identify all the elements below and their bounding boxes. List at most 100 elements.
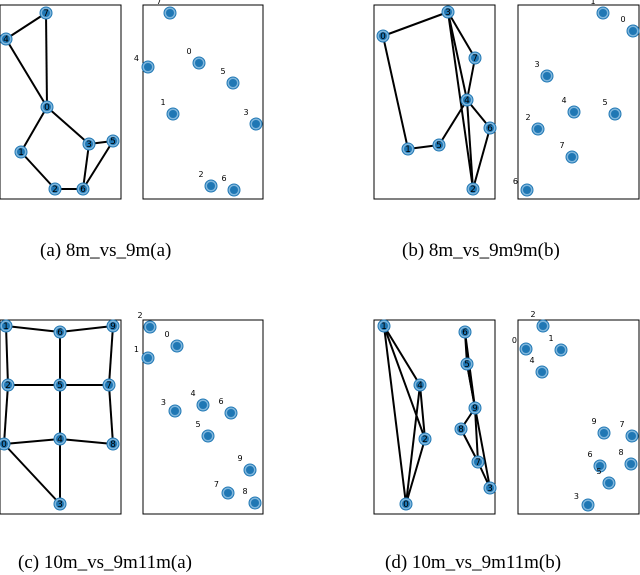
- node-label: 4: [417, 381, 423, 391]
- graph-node-0: 0: [0, 437, 11, 451]
- node-label: 0: [1, 440, 7, 450]
- node-label: 6: [80, 185, 86, 195]
- point-core: [627, 460, 635, 468]
- point-core: [628, 432, 636, 440]
- node-core: [461, 328, 469, 336]
- node-label: 4: [464, 96, 470, 106]
- caption-d: (d) 10m_vs_9m11m(b): [385, 552, 561, 573]
- edge-3-0: [382, 11, 449, 37]
- node-label: 4: [3, 35, 9, 45]
- node-label: 3: [57, 500, 63, 510]
- node-label: 6: [57, 328, 63, 338]
- edge-4-2: [466, 99, 474, 190]
- graph-node-4: 4: [53, 432, 67, 446]
- scatter-point-7: 7: [619, 420, 639, 443]
- point-label: 5: [602, 98, 607, 107]
- point-core: [629, 27, 637, 35]
- point-core: [538, 368, 546, 376]
- node-core: [380, 322, 388, 330]
- edge-7-0: [45, 12, 48, 108]
- point-label: 2: [530, 310, 535, 319]
- point-core: [224, 489, 232, 497]
- node-label: 6: [487, 124, 493, 134]
- node-label: 2: [422, 435, 428, 445]
- node-label: 3: [487, 484, 493, 494]
- scatter-point-2: 2: [530, 310, 550, 333]
- edge-3-2: [447, 11, 474, 190]
- node-label: 9: [110, 322, 116, 332]
- scatter-point-0: 0: [620, 15, 640, 38]
- point-core: [230, 186, 238, 194]
- point-core: [207, 182, 215, 190]
- node-label: 5: [110, 137, 116, 147]
- point-core: [600, 429, 608, 437]
- node-core: [0, 440, 8, 448]
- edge-7-4: [5, 12, 47, 40]
- scatter-point-1: 1: [160, 98, 180, 121]
- scatter-point-6: 6: [221, 174, 241, 197]
- point-label: 6: [218, 397, 223, 406]
- graph-frame-c: [0, 319, 122, 515]
- scatter-point-5: 5: [195, 420, 215, 443]
- graph-frame-a: [0, 4, 122, 200]
- edge-1-0: [383, 325, 407, 505]
- graph-node-0: 0: [40, 100, 54, 114]
- node-core: [469, 185, 477, 193]
- edge-0-3: [3, 443, 61, 505]
- edge-4-7: [466, 57, 476, 101]
- graph-node-4: 4: [413, 378, 427, 392]
- graph-node-5: 5: [460, 357, 474, 371]
- edge-3-4: [447, 11, 468, 101]
- point-label: 1: [134, 345, 139, 354]
- graph-frame-b: [373, 4, 496, 200]
- edge-3-7: [447, 11, 476, 59]
- point-label: 3: [534, 60, 539, 69]
- node-core: [471, 404, 479, 412]
- node-label: 1: [18, 148, 24, 158]
- graph-node-2: 2: [1, 378, 15, 392]
- node-core: [17, 148, 25, 156]
- graph-node-1: 1: [14, 145, 28, 159]
- point-label: 0: [512, 336, 517, 345]
- node-core: [109, 440, 117, 448]
- graph-node-6: 6: [483, 121, 497, 135]
- scatter-frame-d: [517, 319, 640, 515]
- point-core: [539, 322, 547, 330]
- point-core: [543, 72, 551, 80]
- node-core: [56, 381, 64, 389]
- node-label: 7: [475, 458, 481, 468]
- scatter-point-5: 5: [220, 67, 240, 90]
- node-core: [416, 381, 424, 389]
- node-core: [4, 381, 12, 389]
- scatter-point-2: 2: [525, 113, 545, 136]
- node-core: [2, 322, 10, 330]
- scatter-point-5: 5: [602, 98, 622, 121]
- scatter-point-7: 7: [559, 141, 579, 164]
- graph-node-5: 5: [432, 138, 446, 152]
- graph-node-6: 6: [53, 325, 67, 339]
- graph-node-2: 2: [466, 182, 480, 196]
- graph-node-3: 3: [53, 497, 67, 511]
- node-label: 1: [3, 322, 9, 332]
- edge-1-6: [5, 325, 61, 333]
- node-core: [435, 141, 443, 149]
- edge-9-7: [474, 407, 479, 463]
- point-label: 7: [156, 0, 161, 6]
- scatter-frame-c: [142, 319, 264, 515]
- point-label: 3: [574, 492, 579, 501]
- point-core: [251, 499, 259, 507]
- point-core: [144, 354, 152, 362]
- edge-5-6: [82, 140, 114, 190]
- edge-1-2: [383, 325, 426, 440]
- graph-node-1: 1: [0, 319, 13, 333]
- scatter-point-6: 6: [587, 450, 607, 473]
- point-label: 3: [161, 398, 166, 407]
- graph-node-3: 3: [441, 5, 455, 19]
- edge-4-0: [5, 38, 48, 108]
- point-label: 9: [237, 454, 242, 463]
